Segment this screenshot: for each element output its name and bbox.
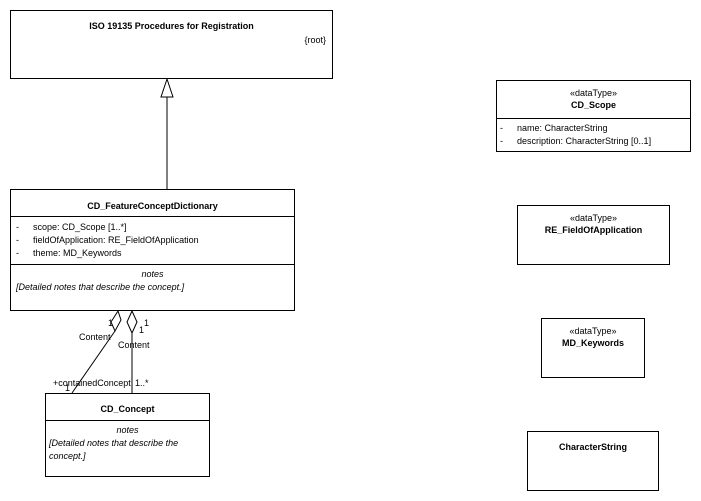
- character-string-box[interactable]: CharacterString: [527, 431, 659, 491]
- aggregation-diamond-right: [126, 309, 138, 335]
- field-of-application-name: RE_FieldOfApplication: [544, 225, 643, 235]
- notes-label: notes: [141, 269, 164, 279]
- feature-concept-dictionary-box[interactable]: CD_FeatureConceptDictionary - scope: CD_…: [10, 189, 295, 311]
- association-label-content-left: Content: [79, 332, 111, 342]
- cd-scope-box[interactable]: «dataType» CD_Scope - name: CharacterStr…: [496, 80, 691, 152]
- notes-text-line-1: [Detailed notes that describe the: [49, 438, 179, 448]
- root-class-tag: {root}: [304, 35, 326, 45]
- attribute-text: name: CharacterString: [517, 123, 608, 133]
- attribute-text: description: CharacterString [0..1]: [517, 136, 652, 146]
- visibility-marker: -: [16, 248, 19, 258]
- notes-label: notes: [116, 425, 139, 435]
- character-string-name: CharacterString: [558, 442, 628, 452]
- stereotype-label: «dataType»: [569, 326, 617, 336]
- visibility-marker: -: [500, 123, 503, 133]
- attribute-text: fieldOfApplication: RE_FieldOfApplicatio…: [33, 235, 199, 245]
- visibility-marker: -: [16, 235, 19, 245]
- role-contained-concept: +containedConcept: [53, 378, 131, 388]
- root-class-name: ISO 19135 Procedures for Registration: [89, 21, 254, 31]
- multiplicity-source-right-a: 1: [144, 318, 150, 328]
- stereotype-label: «dataType»: [569, 88, 618, 98]
- attribute-text: scope: CD_Scope [1..*]: [33, 222, 127, 232]
- attribute-text: theme: MD_Keywords: [33, 248, 122, 258]
- divider: [11, 216, 294, 217]
- divider: [46, 420, 209, 421]
- multiplicity-target-right: 1..*: [135, 378, 149, 388]
- notes-text: [Detailed notes that describe the concep…: [16, 282, 185, 292]
- divider: [11, 264, 294, 265]
- stereotype-label: «dataType»: [569, 213, 618, 223]
- multiplicity-source-right-b: 1: [139, 325, 145, 335]
- md-keywords-box[interactable]: «dataType» MD_Keywords: [541, 318, 645, 378]
- feature-concept-dictionary-name: CD_FeatureConceptDictionary: [87, 201, 218, 211]
- field-of-application-box[interactable]: «dataType» RE_FieldOfApplication: [517, 205, 670, 265]
- generalization-arrowhead: [160, 77, 174, 98]
- visibility-marker: -: [16, 222, 19, 232]
- multiplicity-target-left: 1: [65, 383, 71, 393]
- cd-scope-name: CD_Scope: [570, 100, 616, 110]
- visibility-marker: -: [500, 136, 503, 146]
- divider: [497, 118, 690, 119]
- notes-text-line-2: concept.]: [49, 451, 86, 461]
- root-class-box[interactable]: ISO 19135 Procedures for Registration {r…: [10, 10, 333, 79]
- concept-box[interactable]: CD_Concept notes [Detailed notes that de…: [45, 393, 210, 477]
- concept-name: CD_Concept: [100, 404, 155, 414]
- md-keywords-name: MD_Keywords: [561, 338, 624, 348]
- multiplicity-source-left: 1: [108, 318, 114, 328]
- association-label-content-right: Content: [118, 340, 150, 350]
